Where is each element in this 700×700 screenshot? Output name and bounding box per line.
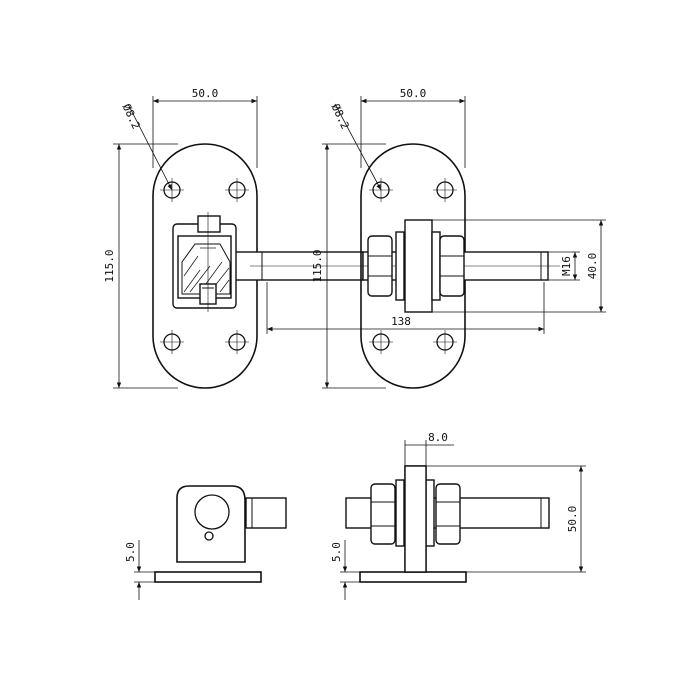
bottom-left-view — [154, 485, 287, 583]
dim-length: 138 — [391, 315, 411, 328]
dim-width-left: 50.0 — [192, 87, 219, 100]
right-side-nut-right — [435, 483, 461, 545]
dim-height-right: 115.0 — [311, 249, 324, 282]
left-bracket-section — [172, 212, 237, 312]
dim-base-left: 5.0 — [124, 542, 137, 562]
dim-thread: M16 — [560, 256, 573, 276]
right-side-base — [359, 571, 467, 583]
dim-base-right: 5.0 — [330, 542, 343, 562]
left-side-bracket — [176, 485, 246, 563]
weld-plate — [404, 219, 433, 313]
right-mounting-holes — [369, 178, 457, 354]
dim-width-right: 50.0 — [400, 87, 427, 100]
bottom-right-view — [345, 465, 550, 583]
left-side-base — [154, 571, 262, 583]
dimension-labels: 50.0 50.0 Ø8.2 Ø8.2 115.0 115.0 M16 40.0… — [103, 87, 599, 562]
dim-bolt-span: 40.0 — [586, 253, 599, 280]
dim-hole-left: Ø8.2 — [120, 102, 143, 132]
dimension-lines — [113, 96, 606, 600]
dim-side-height: 50.0 — [566, 506, 579, 533]
dim-plate-thickness: 8.0 — [428, 431, 448, 444]
washer-right — [431, 231, 441, 301]
left-side-pin — [245, 497, 287, 529]
right-side-nut-left — [370, 483, 396, 545]
nut-left — [367, 235, 393, 297]
washer-left — [395, 231, 405, 301]
top-right-view — [250, 143, 560, 389]
dim-height-left: 115.0 — [103, 249, 116, 282]
left-side-pin-hole — [194, 494, 230, 530]
dim-hole-right: Ø8.2 — [329, 102, 352, 132]
nut-right — [439, 235, 465, 297]
